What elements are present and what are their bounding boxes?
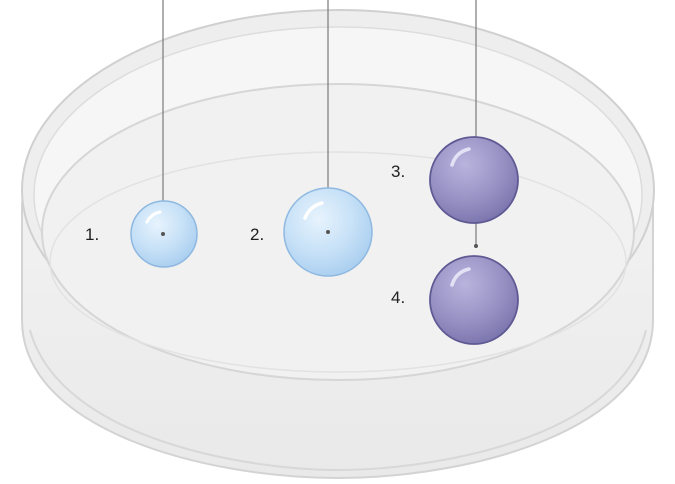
cell-4 <box>429 255 519 345</box>
cell-1-highlight <box>145 210 162 224</box>
label-3: 3. <box>391 162 405 181</box>
cell-2-tip <box>326 230 330 234</box>
cell-3-body <box>429 136 519 224</box>
cell-3-highlight <box>450 147 471 167</box>
label-2: 2. <box>250 225 264 244</box>
pipette-3-tip <box>474 244 478 248</box>
label-1: 1. <box>85 225 99 244</box>
dish-liquid-line <box>49 151 627 373</box>
cell-1 <box>130 200 198 268</box>
cell-2-highlight <box>303 201 324 220</box>
label-4: 4. <box>391 288 405 307</box>
cell-4-highlight <box>450 267 471 287</box>
dish-bottom-edge <box>29 329 647 472</box>
cell-3 <box>429 136 519 224</box>
cell-1-tip <box>161 232 165 236</box>
cell-4-body <box>429 255 519 345</box>
cell-2 <box>283 187 373 277</box>
